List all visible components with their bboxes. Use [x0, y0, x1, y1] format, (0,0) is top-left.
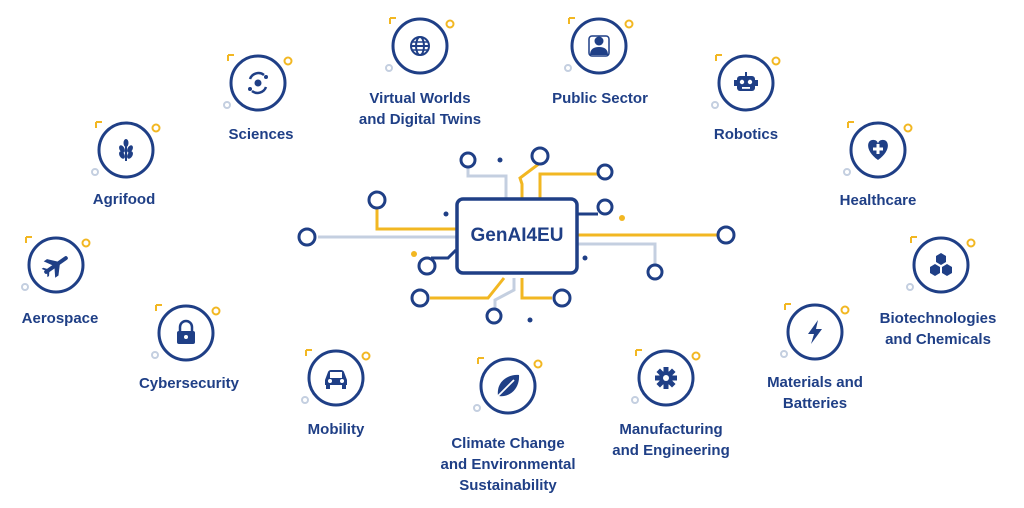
label-robotics: Robotics: [713, 126, 779, 143]
circuit-trace: [520, 278, 552, 300]
spark-dot: [619, 215, 625, 221]
core-chip: [455, 197, 579, 275]
label-cybersecurity: Cybersecurity: [138, 375, 240, 392]
circuit-node: [459, 151, 477, 169]
spark-dot: [497, 157, 503, 163]
icon-layer: [21, 17, 976, 415]
spark-dot: [527, 317, 533, 323]
circuit-trace: [518, 161, 541, 198]
spark-dot: [411, 251, 417, 257]
spark-dot: [582, 255, 588, 261]
circuit-node: [716, 225, 736, 245]
circuit-node: [552, 288, 572, 308]
domain-bubble-aerospace: [21, 236, 91, 294]
wheat-icon: [119, 139, 133, 161]
domain-bubble-manufacturing: [631, 349, 701, 407]
domain-bubble-virtual-worlds: [385, 17, 455, 75]
circuit-trace: [493, 278, 516, 314]
domain-bubble-healthcare: [843, 121, 913, 179]
label-sciences: Sciences: [228, 126, 294, 143]
label-aerospace: Aerospace: [21, 310, 99, 327]
heart-cross-icon: [868, 139, 888, 160]
circuit-node: [646, 263, 664, 281]
lock-icon: [177, 319, 195, 344]
core-label: GenAI4EU: [470, 225, 564, 246]
label-mobility: Mobility: [307, 421, 365, 438]
circuit-trace: [466, 167, 508, 198]
domain-bubble-sciences: [223, 54, 293, 112]
circuit-trace: [375, 209, 456, 231]
domain-bubble-mobility: [301, 349, 371, 407]
globe-icon: [410, 36, 430, 56]
circuit-node: [596, 198, 614, 216]
circuit-trace: [430, 277, 506, 300]
circuit-node: [367, 190, 387, 210]
hexagons-icon: [930, 253, 952, 276]
domain-bubble-climate: [473, 357, 543, 415]
label-healthcare: Healthcare: [839, 192, 917, 209]
domain-bubble-robotics: [711, 54, 781, 112]
circuit-node: [530, 146, 550, 166]
circuit-trace: [538, 172, 598, 198]
airplane-icon: [41, 256, 68, 278]
spark-dot: [443, 211, 449, 217]
car-icon: [325, 370, 347, 389]
label-climate: Climate Change and Environmental Sustain…: [440, 435, 576, 494]
circuit-node: [297, 227, 317, 247]
lightning-icon: [808, 320, 822, 344]
gear-icon: [655, 367, 677, 389]
label-biotech: Biotechnologies and Chemicals: [879, 310, 997, 348]
label-public-sector: Public Sector: [552, 90, 648, 107]
label-virtual-worlds: Virtual Worlds and Digital Twins: [358, 90, 482, 128]
label-manufacturing: Manufacturing and Engineering: [612, 421, 730, 459]
label-materials: Materials and Batteries: [767, 374, 863, 412]
circuit-lines: [297, 146, 736, 325]
circuit-node: [596, 163, 614, 181]
leaf-icon: [497, 374, 520, 397]
circuit-node: [410, 288, 430, 308]
atom-icon: [248, 71, 268, 95]
circuit-trace: [578, 242, 657, 264]
circuit-node: [485, 307, 503, 325]
circuit-trace: [431, 248, 458, 260]
domain-bubble-biotech: [906, 236, 976, 294]
robot-icon: [734, 72, 758, 91]
domain-bubble-materials: [780, 303, 850, 361]
circuit-node: [417, 256, 437, 276]
domain-bubble-public-sector: [564, 17, 634, 75]
domain-bubble-agrifood: [91, 121, 161, 179]
domain-bubble-cybersecurity: [151, 304, 221, 362]
person-icon: [588, 35, 610, 57]
label-agrifood: Agrifood: [92, 191, 156, 208]
